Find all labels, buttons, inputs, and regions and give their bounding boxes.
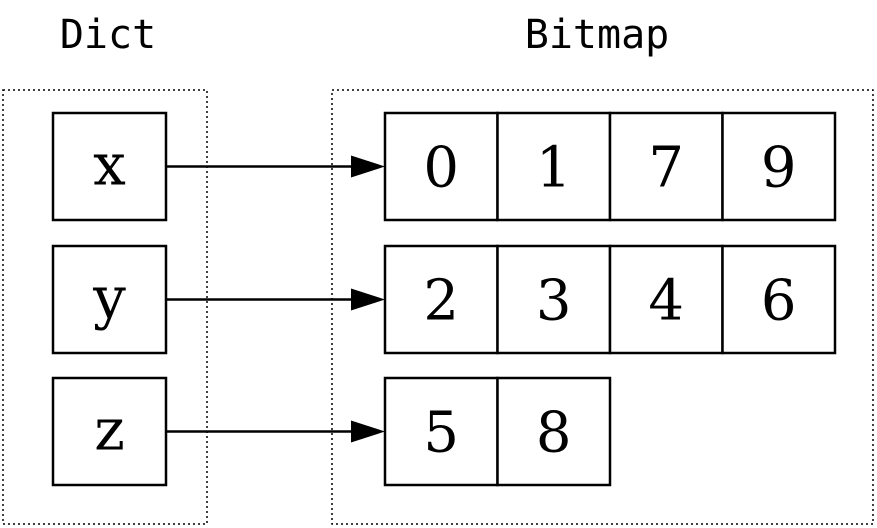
bitmap-cell (608, 244, 724, 355)
bitmap-cell (383, 376, 499, 487)
dict-keys: xyz (51, 111, 168, 487)
dict-key-label: y (92, 264, 126, 332)
dict-key-x: x (51, 111, 168, 222)
dict-key-y: y (51, 244, 168, 355)
dict-key-box (51, 244, 168, 355)
bitmap-cell (496, 376, 612, 487)
pointer-arrows (166, 155, 385, 443)
arrow-head (351, 288, 385, 311)
arrow-x (166, 155, 385, 178)
bitmap-cell-value: 8 (536, 401, 572, 466)
bitmap-cell (496, 244, 612, 355)
arrow-y (166, 288, 385, 311)
bitmap-row-x: 0 1 7 9 (383, 111, 837, 222)
bitmap-cell (383, 111, 499, 222)
bitmap-cell-value: 5 (423, 401, 459, 466)
bitmap-cell-value: 0 (423, 136, 459, 201)
bitmap-cell-value: 1 (536, 136, 572, 201)
dict-key-label: x (93, 131, 126, 199)
bitmap-container (331, 89, 874, 525)
arrow-head (351, 155, 385, 178)
dict-title: Dict (60, 12, 156, 58)
bitmap-cell (608, 111, 724, 222)
arrow-head (351, 420, 385, 443)
bitmap-cell-value: 9 (761, 136, 797, 201)
bitmap-title: Bitmap (525, 12, 670, 58)
bitmap-cell (496, 111, 612, 222)
bitmap-cell-value: 4 (648, 269, 684, 334)
bitmap-cell (721, 111, 837, 222)
bitmap-cell-value: 7 (648, 136, 684, 201)
dict-key-z: z (51, 376, 168, 487)
arrow-z (166, 420, 385, 443)
bitmap-cell (383, 244, 499, 355)
bitmap-cell-value: 6 (761, 269, 797, 334)
bitmap-row-y: 2 3 4 6 (383, 244, 837, 355)
bitmap-cell-value: 2 (423, 269, 459, 334)
dict-key-label: z (94, 396, 125, 464)
bitmap-cell (721, 244, 837, 355)
dict-container (2, 89, 208, 525)
bitmap-cell-value: 3 (536, 269, 572, 334)
